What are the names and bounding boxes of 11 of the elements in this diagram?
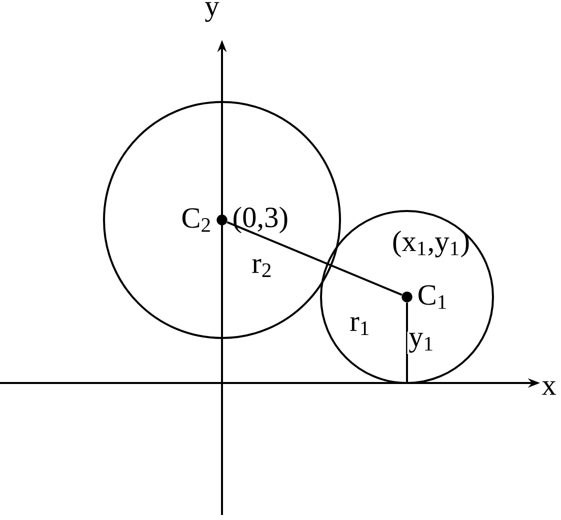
center-point: C$_{2}$ (0,3) bbox=[182, 206, 288, 234]
edge-label: y$_{1}$ bbox=[407, 332, 436, 354]
node-label: C$_{2}$ bbox=[182, 208, 210, 232]
node-label: (0,3) bbox=[234, 206, 288, 234]
line-segment bbox=[406, 302, 408, 383]
axis-label: x bbox=[542, 381, 556, 395]
segment-label: r$_{1}$ bbox=[350, 317, 368, 335]
segment-label: r$_{2}$ bbox=[252, 259, 271, 277]
line-segment bbox=[226, 221, 402, 296]
axis-label: y bbox=[205, 2, 220, 22]
node-label: C$_{1}$ bbox=[418, 285, 446, 309]
